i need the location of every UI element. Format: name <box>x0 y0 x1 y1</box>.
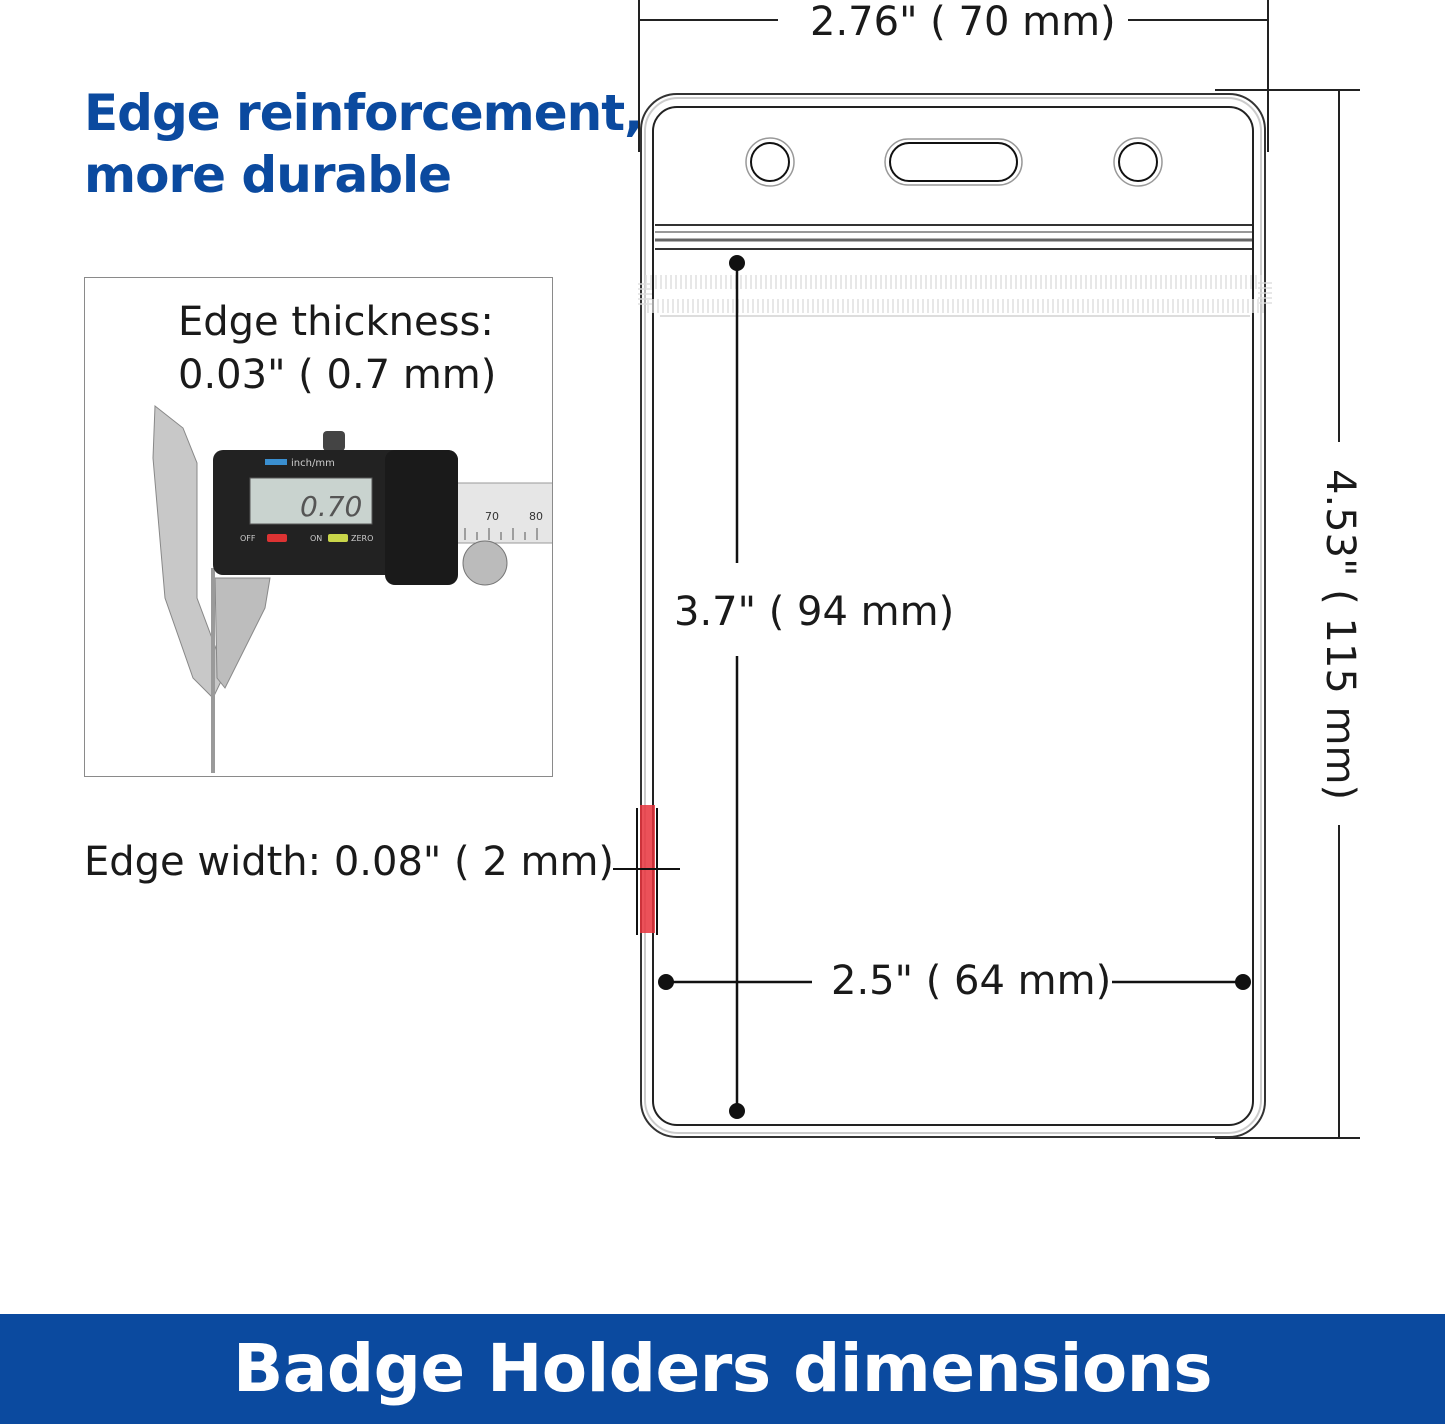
banner: Badge Holders dimensions <box>0 1314 1445 1424</box>
scale-80: 80 <box>529 510 543 523</box>
caliper-photo-frame: Edge thickness: 0.03" ( 0.7 mm) 70 80 in… <box>84 277 553 777</box>
lcd-reading: 0.70 <box>300 490 362 523</box>
thumb-wheel <box>462 540 508 586</box>
outer-width-label: 2.76" ( 70 mm) <box>806 2 1120 42</box>
banner-title: Badge Holders dimensions <box>233 1330 1213 1407</box>
lcd-display <box>249 477 373 525</box>
zero-label: ZERO <box>351 534 373 543</box>
edge-width-label: Edge width: 0.08" ( 2 mm) <box>84 839 615 885</box>
caliper-beam <box>444 482 552 544</box>
on-zero-button <box>328 534 348 542</box>
outer-height-label: 4.53" ( 115 mm) <box>1317 469 1363 801</box>
off-button <box>267 534 287 542</box>
on-label: ON <box>310 534 322 543</box>
inner-width-label: 2.5" ( 64 mm) <box>831 958 1112 1004</box>
heading-line-1: Edge reinforcement, <box>84 84 643 142</box>
heading: Edge reinforcement, more durable <box>84 82 643 206</box>
edge-thickness-text: Edge thickness: 0.03" ( 0.7 mm) <box>178 296 496 402</box>
slot-hole-right <box>1113 137 1163 187</box>
zip-closure <box>638 224 1272 317</box>
edge-thickness-label: Edge thickness: <box>178 299 494 345</box>
lock-screw <box>323 431 345 451</box>
inner-height-label: 3.7" ( 94 mm) <box>674 589 955 635</box>
badge-edge-sample <box>211 568 215 773</box>
caliper-image: 70 80 inch/mm 0.70 OFF ON ZERO <box>152 405 552 773</box>
slot-hole-left <box>745 137 795 187</box>
badge-holder-outline <box>640 93 1266 1138</box>
off-label: OFF <box>240 534 256 543</box>
slot-hole-center <box>884 138 1023 186</box>
unit-label: inch/mm <box>291 458 335 469</box>
heading-line-2: more durable <box>84 146 452 204</box>
caliper-jaw <box>152 405 226 699</box>
badge-holder-drawing <box>613 0 1360 1139</box>
scale-70: 70 <box>485 510 499 523</box>
edge-thickness-value: 0.03" ( 0.7 mm) <box>178 352 497 398</box>
